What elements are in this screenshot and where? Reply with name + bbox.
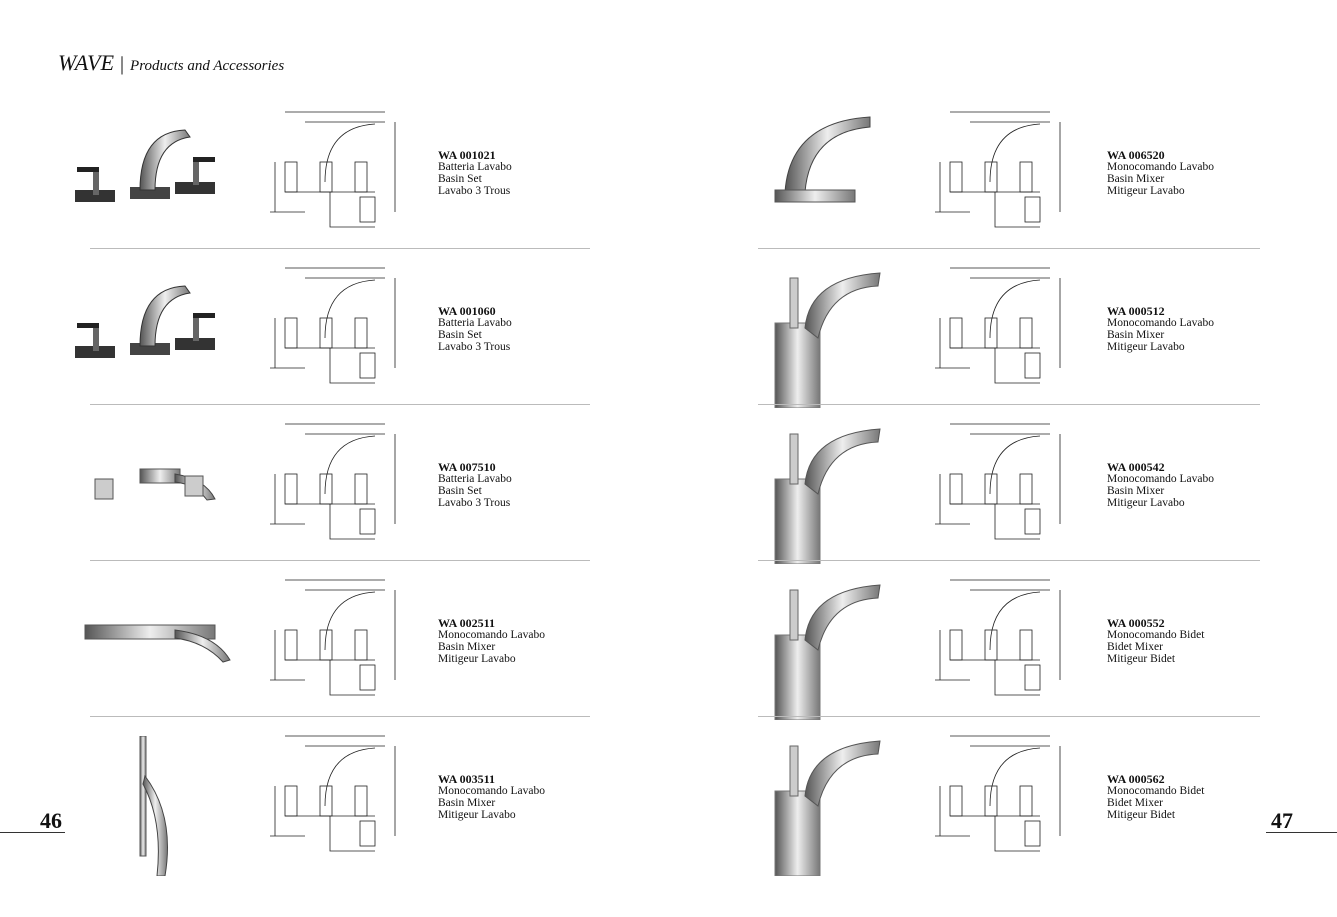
product-code: WA 006520 xyxy=(1107,148,1165,162)
brand-title: WAVE xyxy=(58,50,115,75)
technical-drawing xyxy=(265,102,415,242)
product-name-line: Monocomando Lavabo xyxy=(1107,473,1214,485)
row-divider xyxy=(90,248,590,249)
technical-drawing xyxy=(930,258,1080,398)
product-photo xyxy=(750,736,920,877)
row-divider xyxy=(758,716,1260,717)
technical-drawing xyxy=(930,570,1080,710)
product-photo xyxy=(750,112,920,232)
row-divider xyxy=(758,404,1260,405)
product-name-line: Mitigeur Lavabo xyxy=(438,809,516,821)
row-divider xyxy=(90,404,590,405)
row-divider xyxy=(90,560,590,561)
technical-drawing xyxy=(265,726,415,866)
product-name-line: Basin Mixer xyxy=(1107,485,1165,497)
product-name-line: Basin Mixer xyxy=(438,641,496,653)
product-name-line: Monocomando Lavabo xyxy=(1107,161,1214,173)
header-subtitle: Products and Accessories xyxy=(130,58,285,74)
product-name-line: Mitigeur Bidet xyxy=(1107,809,1176,821)
product-name-line: Mitigeur Lavabo xyxy=(1107,341,1185,353)
technical-drawing xyxy=(930,102,1080,242)
product-photo xyxy=(65,268,235,388)
product-name-line: Batteria Lavabo xyxy=(438,473,512,485)
page-header: WAVE| Products and Accessories xyxy=(58,50,284,76)
product-code: WA 000562 xyxy=(1107,772,1165,786)
product-name-line: Lavabo 3 Trous xyxy=(438,185,511,197)
page-number-rule-left xyxy=(0,832,65,833)
product-name-line: Lavabo 3 Trous xyxy=(438,341,511,353)
product-code: WA 001060 xyxy=(438,304,496,318)
product-name-line: Basin Mixer xyxy=(1107,173,1165,185)
product-name-line: Basin Mixer xyxy=(1107,329,1165,341)
product-name-line: Mitigeur Lavabo xyxy=(438,653,516,665)
page-number-rule-right xyxy=(1266,832,1337,833)
product-name-line: Basin Set xyxy=(438,173,482,185)
product-photo xyxy=(65,112,235,232)
technical-drawing xyxy=(265,414,415,554)
product-photo xyxy=(750,268,920,409)
product-name-line: Batteria Lavabo xyxy=(438,317,512,329)
product-name-line: Monocomando Lavabo xyxy=(1107,317,1214,329)
row-divider xyxy=(90,716,590,717)
product-name-line: Mitigeur Lavabo xyxy=(1107,185,1185,197)
product-name-line: Bidet Mixer xyxy=(1107,641,1163,653)
product-name-line: Lavabo 3 Trous xyxy=(438,497,511,509)
product-name-line: Mitigeur Bidet xyxy=(1107,653,1176,665)
product-name-line: Basin Set xyxy=(438,329,482,341)
product-photo xyxy=(65,735,235,877)
product-name-line: Mitigeur Lavabo xyxy=(1107,497,1185,509)
product-code: WA 003511 xyxy=(438,772,496,786)
product-photo xyxy=(750,424,920,565)
product-name-line: Monocomando Bidet xyxy=(1107,629,1205,641)
technical-drawing xyxy=(265,258,415,398)
product-code: WA 000512 xyxy=(1107,304,1165,318)
technical-drawing xyxy=(930,726,1080,866)
row-divider xyxy=(758,560,1260,561)
header-separator: | xyxy=(120,53,125,75)
product-code: WA 007510 xyxy=(438,460,496,474)
product-photo xyxy=(750,580,920,721)
product-name-line: Bidet Mixer xyxy=(1107,797,1163,809)
product-name-line: Batteria Lavabo xyxy=(438,161,512,173)
product-code: WA 002511 xyxy=(438,616,496,630)
product-photo xyxy=(65,580,235,700)
product-code: WA 000542 xyxy=(1107,460,1165,474)
page-number-right: 47 xyxy=(1271,808,1293,833)
product-name-line: Monocomando Lavabo xyxy=(438,785,545,797)
product-code: WA 000552 xyxy=(1107,616,1165,630)
product-name-line: Monocomando Lavabo xyxy=(438,629,545,641)
product-name-line: Basin Mixer xyxy=(438,797,496,809)
product-code: WA 001021 xyxy=(438,148,496,162)
page-number-left: 46 xyxy=(40,808,62,833)
product-name-line: Basin Set xyxy=(438,485,482,497)
technical-drawing xyxy=(265,570,415,710)
row-divider xyxy=(758,248,1260,249)
product-photo xyxy=(65,424,235,544)
product-name-line: Monocomando Bidet xyxy=(1107,785,1205,797)
technical-drawing xyxy=(930,414,1080,554)
